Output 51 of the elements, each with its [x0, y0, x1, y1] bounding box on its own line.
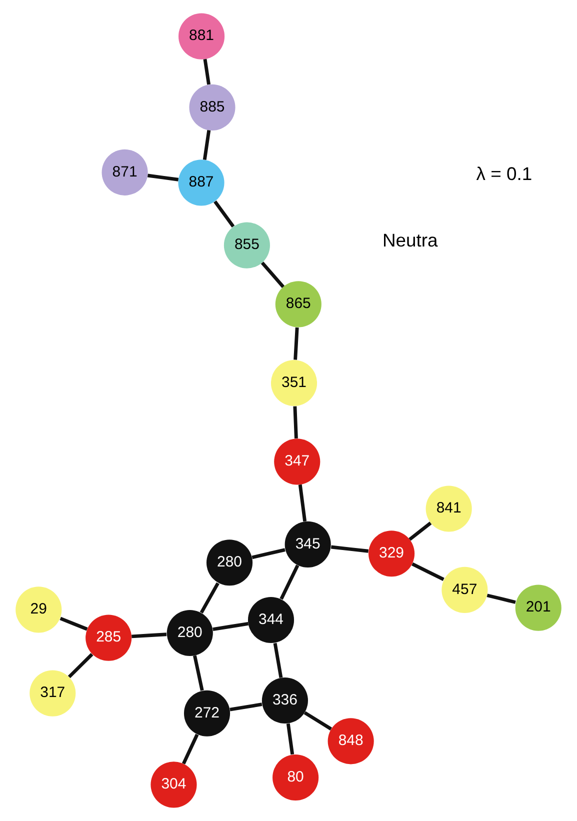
connector [132, 632, 167, 638]
node-circle: 841 [426, 486, 472, 532]
connector [412, 562, 444, 582]
node-circle: 336 [262, 678, 308, 724]
node-circle: 345 [284, 521, 331, 568]
connector [252, 548, 286, 560]
connector [193, 655, 204, 691]
connector [203, 58, 210, 85]
connector [298, 484, 307, 522]
node-circle: 201 [515, 584, 562, 631]
node-circle: 347 [274, 438, 320, 485]
node-circle: 285 [86, 614, 132, 661]
node-circle: 351 [270, 360, 318, 406]
connector [273, 642, 283, 678]
node-circle: 280 [206, 540, 253, 586]
connector [200, 582, 220, 614]
node-circle: 317 [30, 670, 76, 716]
node-circle: 885 [189, 84, 236, 130]
connector [293, 406, 298, 439]
connector [147, 174, 179, 182]
connector [260, 262, 285, 288]
node-circle: 887 [178, 160, 224, 206]
node-circle: 344 [248, 596, 294, 644]
node-circle: 871 [102, 149, 148, 196]
connector [486, 594, 516, 604]
node-circle: 865 [275, 281, 322, 328]
connector [212, 622, 248, 632]
connector [280, 564, 300, 600]
connector [304, 711, 332, 730]
connector [202, 130, 211, 160]
connector [214, 200, 235, 228]
connector [68, 653, 94, 678]
node-circle: 280 [166, 610, 213, 656]
connector [230, 702, 262, 712]
label: λ = 0.1 [476, 163, 532, 184]
node-circle: 329 [368, 530, 415, 577]
node-circle: 855 [224, 222, 270, 268]
node-circle: 272 [184, 690, 230, 736]
node-circle: 29 [16, 586, 62, 633]
node-circle: 881 [178, 13, 225, 60]
node-circle: 80 [272, 754, 319, 801]
connector [408, 522, 432, 541]
node-circle: 848 [328, 718, 374, 764]
connector [286, 723, 294, 755]
connector [182, 734, 199, 764]
connector [294, 327, 299, 360]
label: Neutra [382, 229, 438, 250]
node-circle: 304 [150, 762, 197, 808]
node-circle: 457 [442, 566, 488, 613]
connector [330, 545, 369, 553]
connector [60, 616, 88, 631]
